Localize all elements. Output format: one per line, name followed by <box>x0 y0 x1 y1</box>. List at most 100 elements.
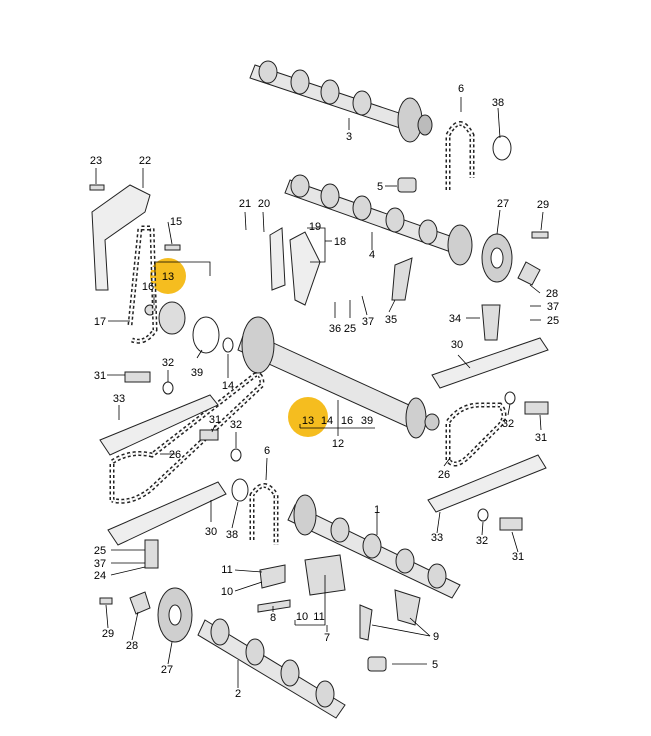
callout-31: 31 <box>535 432 547 444</box>
callout-31: 31 <box>94 370 106 382</box>
callout-7: 7 <box>324 632 330 644</box>
callout-20: 20 <box>258 198 270 210</box>
bolt-15[interactable] <box>164 244 181 251</box>
guide-rail-18-left[interactable] <box>269 227 286 291</box>
highlight-marker-13-lower <box>288 397 328 437</box>
callout-31: 31 <box>512 551 524 563</box>
tensioner-rail-33-right[interactable] <box>427 454 547 513</box>
valve-35[interactable] <box>391 257 413 301</box>
tensioner-rail-30-left[interactable] <box>107 481 227 546</box>
callout-26: 26 <box>438 469 450 481</box>
callout-38: 38 <box>226 529 238 541</box>
chain-6-lower[interactable] <box>249 483 279 546</box>
camshaft-4[interactable] <box>284 174 473 266</box>
callout-19: 19 <box>309 221 321 233</box>
callout-25: 25 <box>344 323 356 335</box>
callout-31: 31 <box>209 414 221 426</box>
camshaft-2[interactable] <box>197 618 346 719</box>
highlight-marker-13-upper <box>150 258 186 294</box>
camshaft-1[interactable] <box>287 494 461 599</box>
plunger-34[interactable] <box>481 304 501 341</box>
sprocket-hub-28-upper[interactable] <box>517 261 541 286</box>
chain-17[interactable] <box>127 225 158 344</box>
callout-27: 27 <box>497 198 509 210</box>
chain-26-left[interactable] <box>109 372 265 504</box>
callout-32: 32 <box>162 357 174 369</box>
tensioner-13[interactable] <box>158 301 186 335</box>
callout-32: 32 <box>502 418 514 430</box>
chain-26-right[interactable] <box>445 402 507 467</box>
callout-38: 38 <box>492 97 504 109</box>
leader-lines <box>95 97 544 688</box>
callout-39: 39 <box>191 367 203 379</box>
o-ring-14[interactable] <box>222 337 234 353</box>
callout-17: 17 <box>94 316 106 328</box>
seal-38-lower[interactable] <box>231 478 249 502</box>
plunger-24[interactable] <box>144 539 159 569</box>
callout-labels: 3 6 38 5 4 27 2 9 23 22 15 21 20 19 18 13… <box>90 83 559 700</box>
washer-32-b[interactable] <box>230 448 242 462</box>
sprocket-hub-28-lower[interactable] <box>129 591 151 615</box>
bolt-29-lower[interactable] <box>99 597 113 605</box>
guide-rail-18-right[interactable] <box>289 231 321 306</box>
callout-16: 16 <box>341 415 353 427</box>
callout-33: 33 <box>431 532 443 544</box>
callout-28: 28 <box>126 640 138 652</box>
shoe-9-right[interactable] <box>394 589 421 626</box>
callout-22: 22 <box>139 155 151 167</box>
callout-25: 25 <box>94 545 106 557</box>
callout-24: 24 <box>94 570 106 582</box>
intermediate-shaft-12[interactable] <box>237 316 440 439</box>
callout-30: 30 <box>451 339 463 351</box>
callout-37: 37 <box>94 558 106 570</box>
tensioner-rail-33-left[interactable] <box>99 394 219 456</box>
washer-32-a[interactable] <box>162 381 174 395</box>
callout-14: 14 <box>321 415 333 427</box>
screw-31-lower-right[interactable] <box>499 517 523 531</box>
callout-36: 36 <box>329 323 341 335</box>
callout-32: 32 <box>476 535 488 547</box>
callout-15: 15 <box>170 216 182 228</box>
chain-6-upper[interactable] <box>445 121 475 191</box>
callout-12: 12 <box>332 438 344 450</box>
sensor-10[interactable] <box>259 564 286 589</box>
callout-3: 3 <box>346 131 352 143</box>
callout-10: 10 <box>296 611 308 623</box>
camshaft-3[interactable] <box>249 60 433 143</box>
bolt-29-upper[interactable] <box>531 231 549 239</box>
callout-2: 2 <box>235 688 241 700</box>
callout-6: 6 <box>458 83 464 95</box>
washer-32-d[interactable] <box>477 508 489 522</box>
callout-32: 32 <box>230 419 242 431</box>
callout-26: 26 <box>169 449 181 461</box>
bolt-23[interactable] <box>89 184 105 191</box>
callout-23: 23 <box>90 155 102 167</box>
washer-32-c[interactable] <box>504 391 516 405</box>
seal-ring-39[interactable] <box>192 316 220 354</box>
callout-8: 8 <box>270 612 276 624</box>
callout-5: 5 <box>377 181 383 193</box>
cap-5-upper[interactable] <box>397 177 417 193</box>
screw-31-upper-left[interactable] <box>124 371 151 383</box>
callout-16: 16 <box>142 281 154 293</box>
callout-4: 4 <box>369 249 375 261</box>
callout-25: 25 <box>547 315 559 327</box>
callout-9: 9 <box>433 631 439 643</box>
screw-31-upper-right[interactable] <box>524 401 549 415</box>
callout-13: 13 <box>302 415 314 427</box>
tensioner-rail-30-right[interactable] <box>431 337 549 389</box>
callout-21: 21 <box>239 198 251 210</box>
callout-10: 10 <box>221 586 233 598</box>
callout-39: 39 <box>361 415 373 427</box>
guide-rail-22[interactable] <box>91 184 151 291</box>
callout-13: 13 <box>162 271 174 283</box>
callout-18: 18 <box>334 236 346 248</box>
cap-5-lower[interactable] <box>367 656 387 672</box>
screw-31-lower-left[interactable] <box>199 429 219 441</box>
bolt-8[interactable] <box>257 599 291 613</box>
callout-6: 6 <box>264 445 270 457</box>
shoe-9-left[interactable] <box>359 604 373 641</box>
seal-38-upper[interactable] <box>492 135 512 161</box>
